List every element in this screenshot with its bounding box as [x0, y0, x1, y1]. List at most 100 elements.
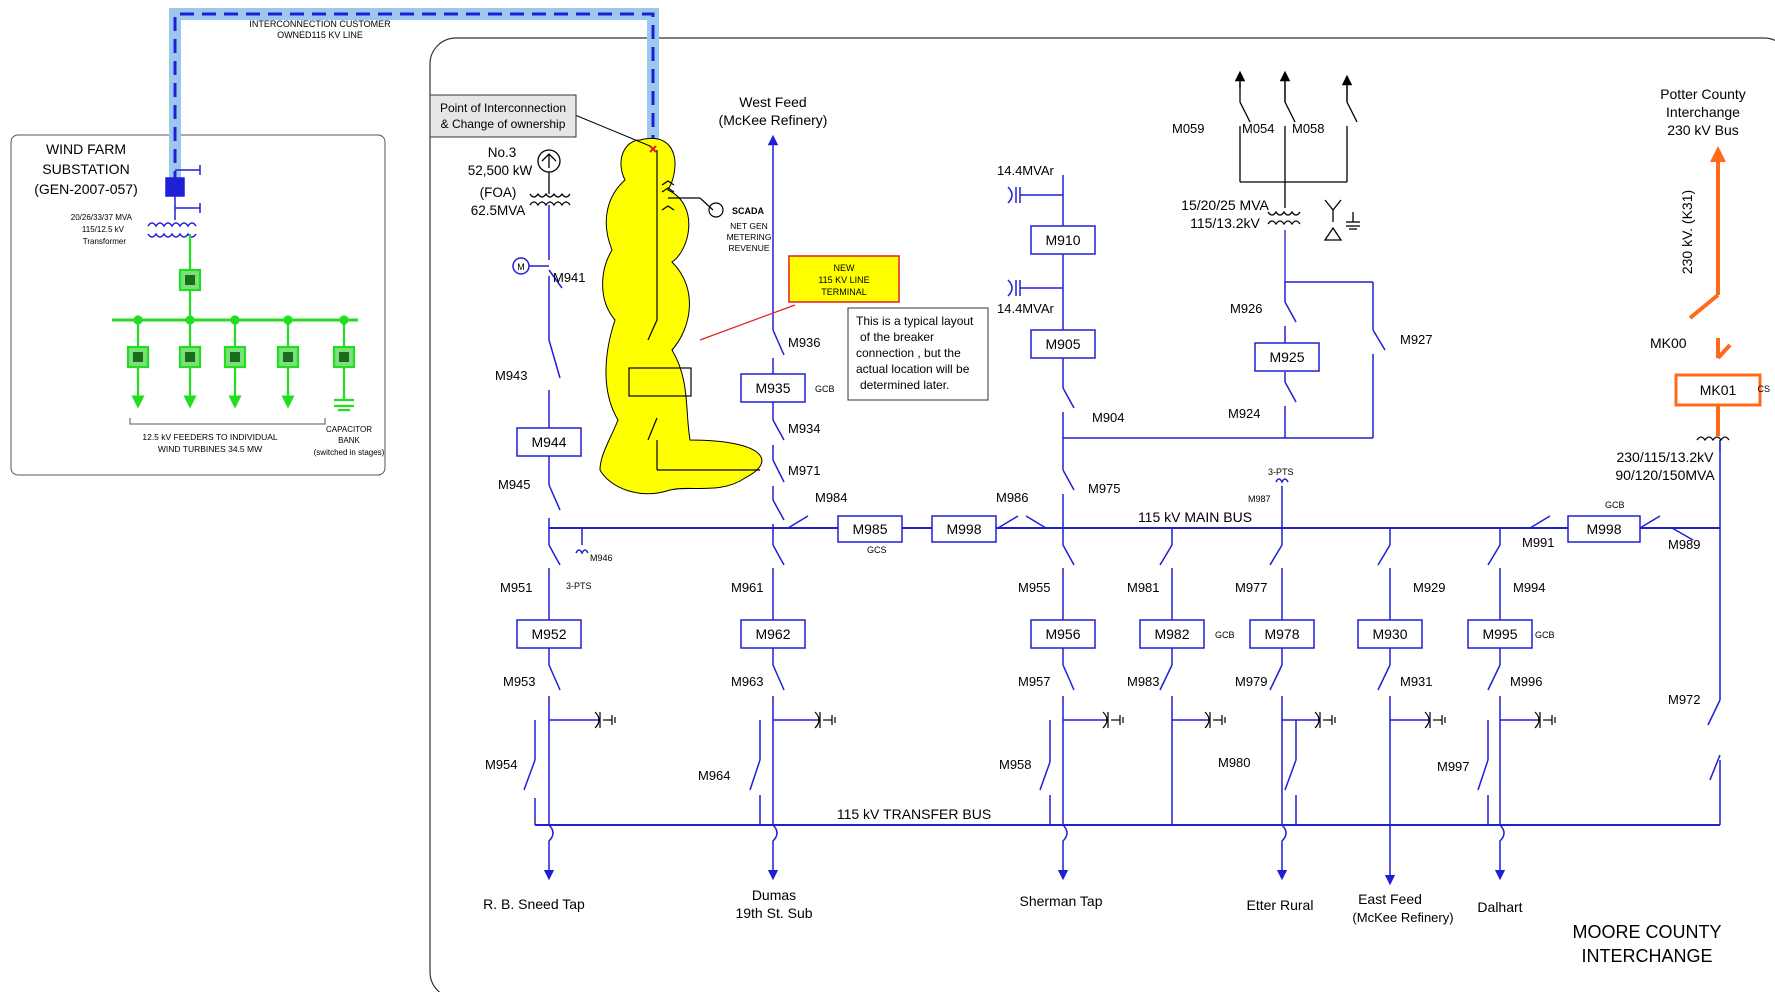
interconnection-line — [169, 8, 659, 185]
new-terminal-label-3: TERMINAL — [821, 287, 867, 297]
switch-m926-label: M926 — [1230, 301, 1263, 316]
new-terminal-cloud — [599, 137, 763, 494]
switch-m054-label: M054 — [1242, 121, 1275, 136]
wind-farm-transformer-label: 20/26/33/37 MVA 115/12.5 kV Transformer — [71, 213, 133, 246]
feed-dumas-1: Dumas — [752, 887, 796, 903]
breaker-m930-box — [1357, 619, 1423, 649]
gen-mva: 62.5MVA — [471, 203, 526, 218]
potter-1: Potter County — [1660, 86, 1746, 102]
poi-label-1: Point of Interconnection — [440, 101, 566, 115]
switch-m955-label: M955 — [1018, 580, 1051, 595]
breaker-m905-box — [1030, 329, 1096, 359]
callout-line — [699, 304, 796, 341]
station-name-1: MOORE COUNTY — [1572, 922, 1721, 942]
gcs-label: GCS — [867, 545, 887, 555]
cap-144-a: 14.4MVAr — [997, 163, 1055, 178]
orange-230kv — [1674, 146, 1762, 436]
breaker-m962-label: M962 — [755, 626, 790, 642]
breaker-m998-box — [931, 515, 997, 543]
switch-m980-label: M980 — [1218, 755, 1251, 770]
main-bus-label: 115 kV MAIN BUS — [1138, 509, 1252, 525]
wf-cap-3: (switched in stages) — [314, 448, 385, 457]
xfmr-15-1: 15/20/25 MVA — [1181, 197, 1269, 213]
feed-rb-sneed: R. B. Sneed Tap — [483, 896, 585, 912]
switch-m964-label: M964 — [698, 768, 731, 783]
breaker-m985-label: M985 — [852, 521, 887, 537]
wf-feeders-2: WIND TURBINES 34.5 MW — [158, 444, 262, 454]
breaker-m985-box — [837, 515, 903, 543]
breaker-m998-label: M998 — [946, 521, 981, 537]
switch-m945-label: M945 — [498, 477, 531, 492]
note-line-2: of the breaker — [860, 330, 934, 344]
wind-farm-title-3: (GEN-2007-057) — [34, 181, 138, 197]
feed-east-1: East Feed — [1358, 891, 1422, 907]
note-line-5: determined later. — [860, 378, 949, 392]
breaker-m982-label: M982 — [1154, 626, 1189, 642]
breaker-m956-label: M956 — [1045, 626, 1080, 642]
switch-m936-label: M936 — [788, 335, 821, 350]
breaker-m905-label: M905 — [1045, 336, 1080, 352]
poi-leader — [574, 114, 651, 147]
breaker-m982-box — [1139, 619, 1205, 649]
switch-m943-label: M943 — [495, 368, 528, 383]
gcb-label-m998r: GCB — [1605, 500, 1625, 510]
switch-m979-label: M979 — [1235, 674, 1268, 689]
switch-m946-label: M946 — [590, 553, 613, 563]
breaker-m925-label: M925 — [1269, 349, 1304, 365]
cs-label: CS — [1757, 384, 1770, 394]
feeder-1 — [126, 320, 150, 409]
feed-sherman: Sherman Tap — [1019, 893, 1102, 909]
xfmr-230-1: 230/115/13.2kV — [1616, 449, 1714, 465]
west-feed-2: (McKee Refinery) — [719, 112, 828, 128]
upper-right-black-switches — [1239, 88, 1360, 282]
feed-etter: Etter Rural — [1247, 897, 1314, 913]
switch-m986-label: M986 — [996, 490, 1029, 505]
switch-m987-label: M987 — [1248, 494, 1271, 504]
cap-144-b: 14.4MVAr — [997, 301, 1055, 316]
feeder-4 — [276, 320, 300, 409]
wind-farm-capacitor-label: CAPACITOR BANK (switched in stages) — [314, 425, 385, 457]
wf-cap-1: CAPACITOR — [326, 425, 372, 434]
note-box — [847, 307, 989, 401]
scada-label: SCADA — [732, 206, 765, 216]
switch-m983-label: M983 — [1127, 674, 1160, 689]
breaker-mk01-label: MK01 — [1700, 382, 1737, 398]
breaker-m944-label: M944 — [531, 434, 566, 450]
pts-label-m946: 3-PTS — [566, 581, 592, 591]
breaker-m998-right-label: M998 — [1586, 521, 1621, 537]
switch-m963-label: M963 — [731, 674, 764, 689]
line-230-label: 230 kV. (K31) — [1679, 190, 1695, 274]
interconnect-line-label-1: INTERCONNECTION CUSTOMER — [249, 19, 391, 29]
switch-m941-label: M941 — [553, 270, 586, 285]
breaker-m935-label: M935 — [755, 380, 790, 396]
new-terminal-box — [788, 255, 900, 303]
pts-label-m987: 3-PTS — [1268, 467, 1294, 477]
moore-county-frame — [429, 37, 1775, 992]
xfmr-230-symbol — [1696, 436, 1730, 452]
switch-m929-label: M929 — [1413, 580, 1446, 595]
wind-farm-title-2: SUBSTATION — [42, 161, 129, 177]
breaker-m930-label: M930 — [1372, 626, 1407, 642]
feeder-3 — [223, 320, 247, 409]
wind-farm-hv-symbols — [147, 165, 201, 238]
motor-m: M — [517, 262, 525, 272]
blue-network — [512, 70, 1721, 886]
wf-xfmr-1: 20/26/33/37 MVA — [71, 213, 133, 222]
wf-cap-2: BANK — [338, 436, 360, 445]
breaker-m998-right-box — [1567, 515, 1641, 543]
feeders-brace — [129, 418, 326, 425]
wind-farm-collector — [112, 234, 358, 412]
switch-m058-label: M058 — [1292, 121, 1325, 136]
transfer-bus-label: 115 kV TRANSFER BUS — [837, 806, 991, 822]
generator-transformer — [529, 149, 571, 207]
switch-m997-label: M997 — [1437, 759, 1470, 774]
feeder-2 — [178, 320, 202, 409]
switch-m972-label: M972 — [1668, 692, 1701, 707]
wind-farm-frame — [10, 134, 386, 476]
switch-m977-label: M977 — [1235, 580, 1268, 595]
wind-farm-feeders-label: 12.5 kV FEEDERS TO INDIVIDUAL WIND TURBI… — [142, 432, 278, 454]
interconnect-point-marker — [649, 145, 657, 153]
switch-m991-label: M991 — [1522, 535, 1555, 550]
